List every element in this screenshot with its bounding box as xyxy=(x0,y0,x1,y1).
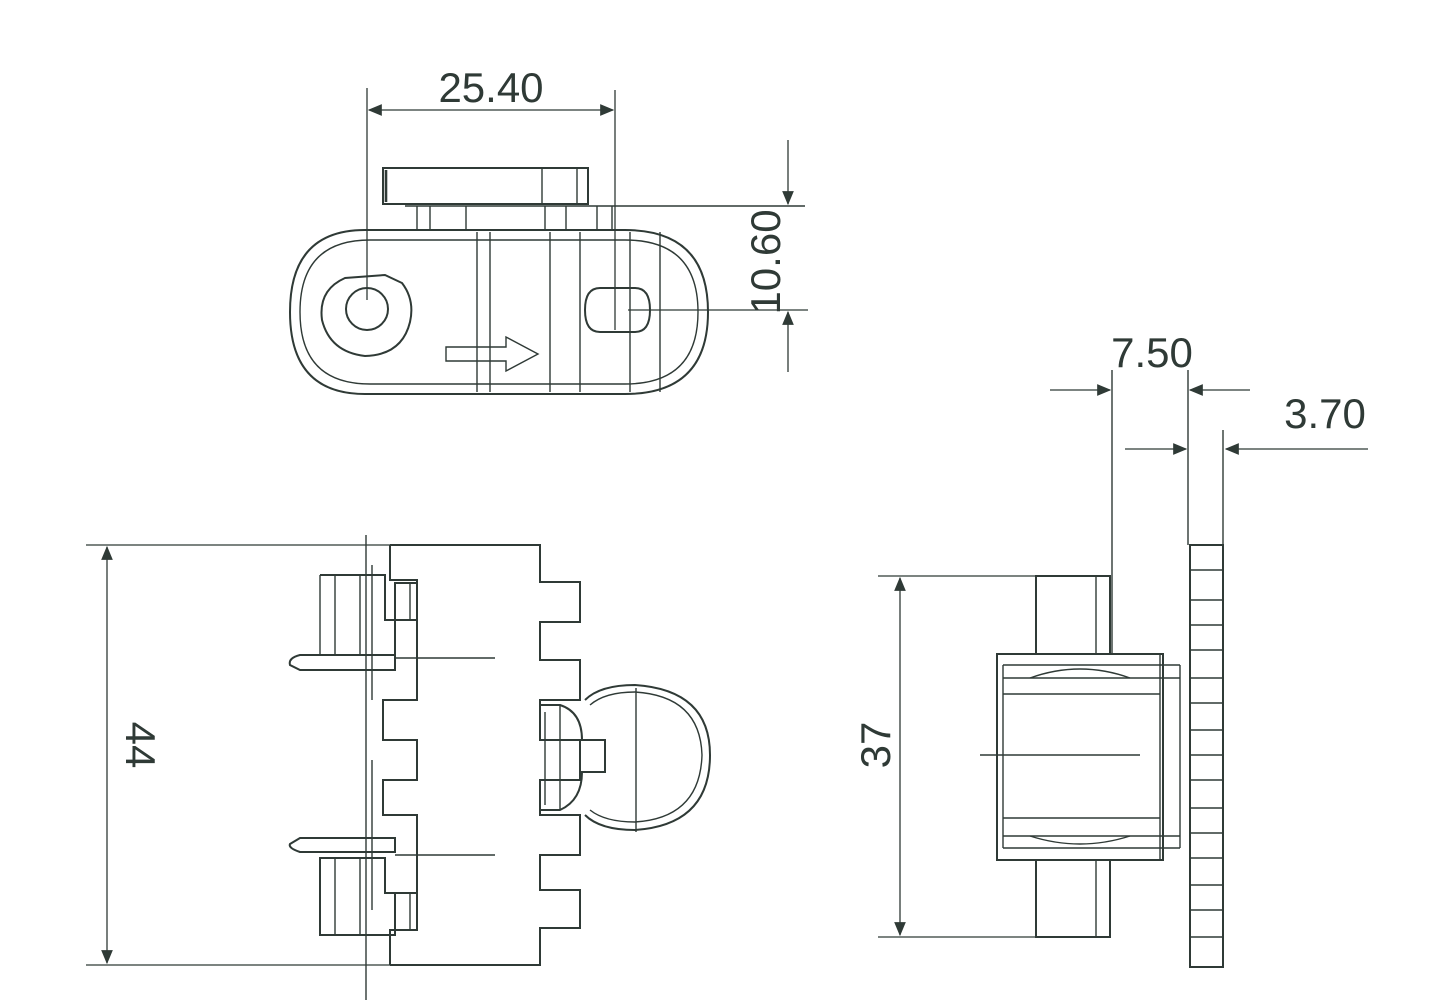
right-view: 37 xyxy=(852,329,1368,968)
dimension-offset-b-label: 3.70 xyxy=(1284,390,1366,437)
dimension-pitch-label: 25.40 xyxy=(438,64,543,111)
bottom-left-view: 44 xyxy=(86,535,712,1000)
dimension-offset-a-label: 7.50 xyxy=(1111,329,1193,376)
dimension-height-label: 10.60 xyxy=(742,209,789,314)
dimension-depth-label: 37 xyxy=(852,722,899,769)
dimension-width-label: 44 xyxy=(117,722,164,769)
rail-teeth xyxy=(1190,569,1223,938)
top-view: 25.40 10.60 xyxy=(288,64,808,395)
